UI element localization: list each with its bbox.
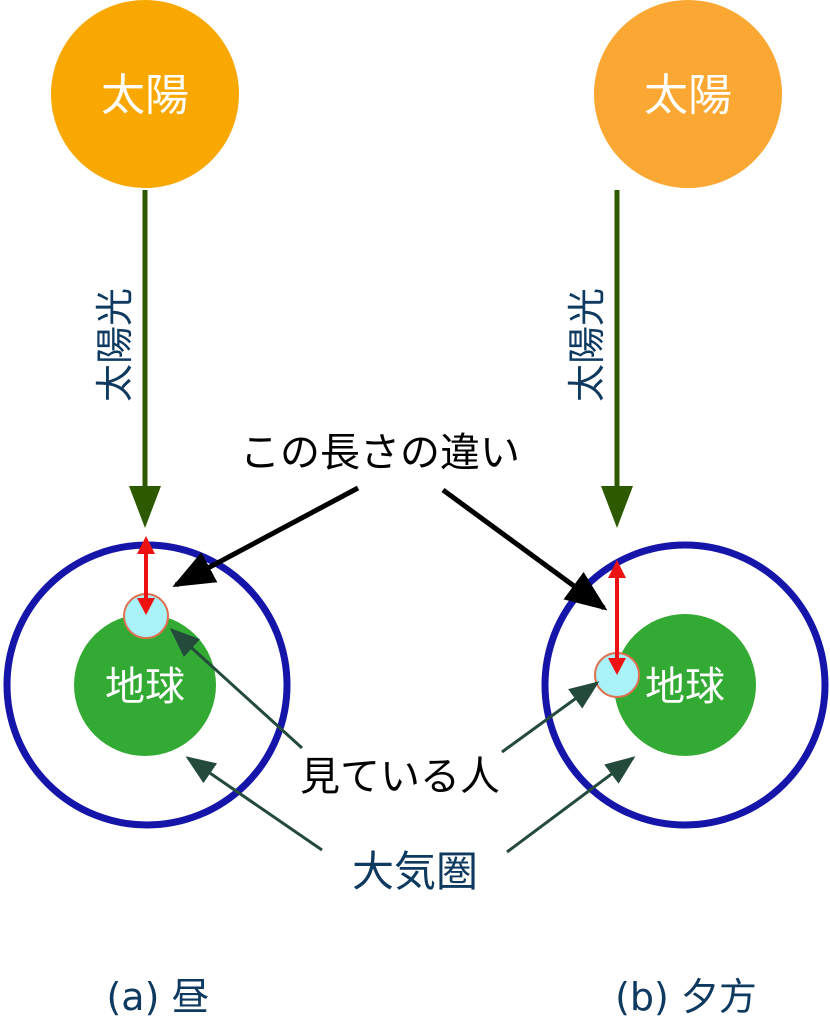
observer-pointer-left (169, 627, 304, 750)
sun-left (51, 0, 239, 188)
atmosphere-label: 大気圏 (352, 847, 478, 896)
sunlight-arrowhead-left (129, 486, 161, 528)
observer-label: 見ている人 (300, 754, 500, 800)
length-difference-pointer-right (441, 487, 608, 611)
earth-right (614, 614, 756, 756)
sunlight-label-right: 太陽光 (565, 288, 609, 402)
sun-left-label: 太陽 (101, 70, 189, 121)
atmosphere-pointer-right (506, 756, 636, 854)
sun-right-label: 太陽 (644, 70, 732, 121)
length-difference-pointer-left (172, 485, 360, 588)
earth-right-label: 地球 (645, 664, 725, 710)
sun-right (594, 0, 782, 188)
sunlight-arrowhead-right (601, 486, 633, 528)
path-length-arrowhead-bottom-left (137, 598, 155, 615)
panel-day: 太陽 太陽光 地球 (3, 0, 291, 829)
panel-evening: 太陽 太陽光 地球 (541, 0, 829, 829)
caption-day: (a) 昼 (106, 975, 209, 1019)
atmosphere-pointer-left (185, 756, 323, 852)
path-length-arrowhead-top-right (608, 560, 626, 578)
path-length-arrowhead-top-left (137, 536, 155, 554)
atmosphere-ring-right (541, 541, 829, 829)
path-length-arrowhead-bottom-right (608, 658, 626, 675)
sunlight-label-left: 太陽光 (93, 288, 137, 402)
observer-pointer-right (501, 681, 600, 754)
length-difference-label: この長さの違い (240, 430, 520, 476)
earth-left-label: 地球 (105, 664, 185, 710)
caption-evening: (b) 夕方 (615, 975, 757, 1019)
